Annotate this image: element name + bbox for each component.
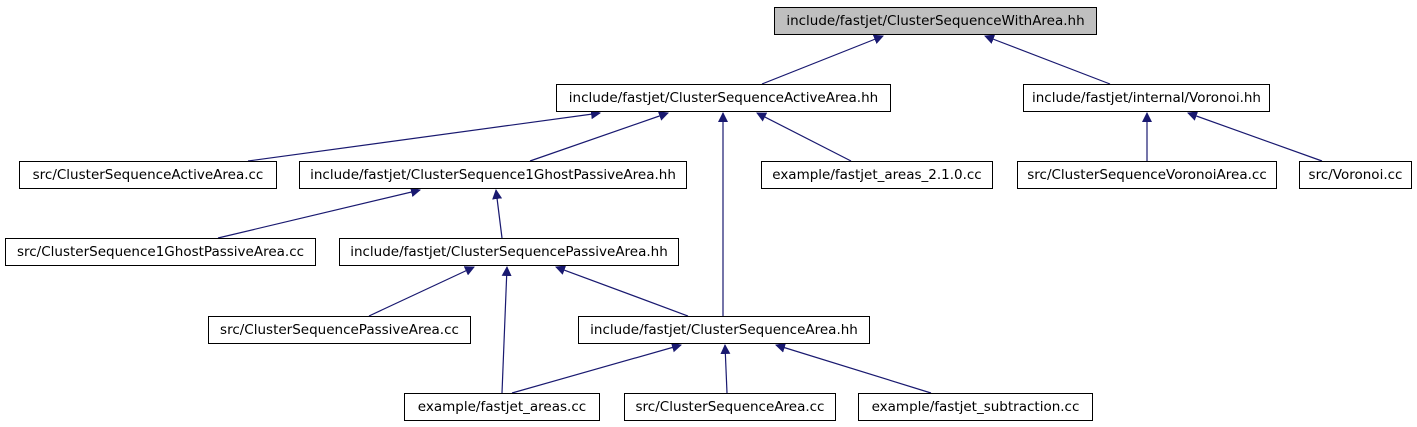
node-clustersequencepassivearea-hh[interactable]: include/fastjet/ClusterSequencePassiveAr… xyxy=(339,238,679,266)
dependency-edge xyxy=(761,34,884,85)
node-clustersequence1ghostpassivearea-cc[interactable]: src/ClusterSequence1GhostPassiveArea.cc xyxy=(5,238,316,266)
dependency-edge xyxy=(511,342,682,394)
node-fastjet-areas-2-1-0-cc[interactable]: example/fastjet_areas_2.1.0.cc xyxy=(761,161,993,189)
node-voronoi-cc[interactable]: src/Voronoi.cc xyxy=(1299,161,1412,189)
node-clustersequencevoronoiarea-cc[interactable]: src/ClusterSequenceVoronoiArea.cc xyxy=(1017,161,1277,189)
dependency-edge xyxy=(529,111,669,162)
node-fastjet-areas-cc[interactable]: example/fastjet_areas.cc xyxy=(404,393,600,421)
node-clustersequenceactivearea-cc[interactable]: src/ClusterSequenceActiveArea.cc xyxy=(19,161,277,189)
dependency-edge xyxy=(756,112,852,162)
node-clustersequencewitharea-hh: include/fastjet/ClusterSequenceWithArea.… xyxy=(774,7,1097,35)
node-clustersequencearea-hh[interactable]: include/fastjet/ClusterSequenceArea.hh xyxy=(578,316,870,344)
node-fastjet-subtraction-cc[interactable]: example/fastjet_subtraction.cc xyxy=(858,393,1093,421)
dependency-edge xyxy=(984,34,1111,85)
node-clustersequencearea-cc[interactable]: src/ClusterSequenceArea.cc xyxy=(624,393,836,421)
node-voronoi-hh[interactable]: include/fastjet/internal/Voronoi.hh xyxy=(1023,84,1270,112)
dependency-edge xyxy=(492,189,503,239)
dependency-edge xyxy=(247,109,601,162)
node-clustersequence1ghostpassivearea-hh[interactable]: include/fastjet/ClusterSequence1GhostPas… xyxy=(299,161,687,189)
dependency-edge xyxy=(1187,111,1323,162)
node-clustersequencepassivearea-cc[interactable]: src/ClusterSequencePassiveArea.cc xyxy=(208,316,471,344)
dependency-edge xyxy=(501,266,512,394)
node-clustersequenceactivearea-hh[interactable]: include/fastjet/ClusterSequenceActiveAre… xyxy=(556,84,891,112)
dependency-edge xyxy=(720,344,731,394)
dependency-edge xyxy=(775,342,932,394)
dependency-edge xyxy=(555,265,689,317)
dependency-edge xyxy=(217,187,421,239)
dependency-edge xyxy=(368,266,475,317)
